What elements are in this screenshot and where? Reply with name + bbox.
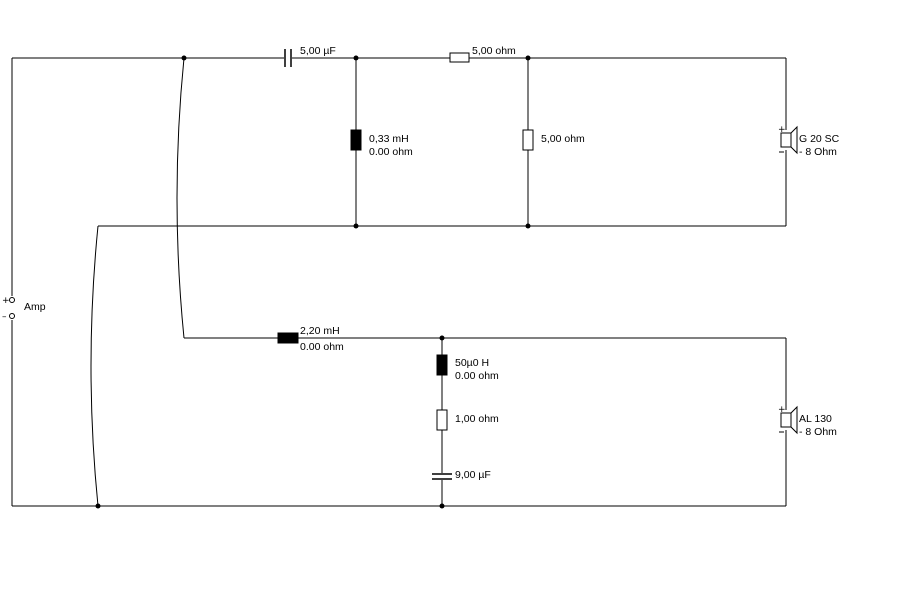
- svg-text:+: +: [778, 125, 786, 135]
- amp-plus-terminal: [9, 297, 15, 303]
- tweeter-series-resistor-value: 5,00 ohm: [472, 45, 516, 57]
- feed-wire-woofer: [176, 57, 185, 339]
- junction-dot: [525, 223, 531, 229]
- tweeter-driver-name: G 20 SC: [799, 133, 840, 145]
- woofer-driver-name: AL 130: [799, 413, 832, 425]
- woofer-zobel-capacitor-value: 9,00 µF: [455, 469, 491, 481]
- junction-dot: [353, 55, 359, 61]
- junction-dot: [353, 223, 359, 229]
- junction-dot: [439, 503, 445, 509]
- tweeter-shunt-resistor-value: 5,00 ohm: [541, 133, 585, 145]
- amp-terminals: + – Amp: [2, 58, 46, 506]
- tweeter-driver-impedance: - 8 Ohm: [799, 146, 837, 158]
- woofer-driver-icon: +: [778, 405, 798, 435]
- amp-minus-sign: –: [2, 312, 7, 322]
- junction-dot: [525, 55, 531, 61]
- woofer-series-inductor-dcr: 0.00 ohm: [300, 341, 344, 353]
- return-wire-tweeter: [90, 225, 99, 507]
- tweeter-branch: 5,00 µF 5,00 ohm 0,33 mH 0.00 ohm 5,00 o…: [12, 45, 840, 229]
- tweeter-series-capacitor-value: 5,00 µF: [300, 45, 336, 57]
- woofer-zobel-resistor-value: 1,00 ohm: [455, 413, 499, 425]
- woofer-zobel-inductor-dcr: 0.00 ohm: [455, 370, 499, 382]
- woofer-zobel-inductor: [436, 354, 448, 376]
- tweeter-driver-icon: +: [778, 125, 798, 155]
- woofer-branch: 2,20 mH 0.00 ohm 50µ0 H 0.00 ohm 1,00 oh…: [12, 325, 837, 509]
- amp-label: Amp: [24, 301, 46, 313]
- woofer-series-inductor: [277, 332, 299, 344]
- junction-dot: [439, 335, 445, 341]
- woofer-zobel-resistor: [436, 409, 448, 431]
- woofer-zobel-capacitor: [432, 473, 452, 480]
- tweeter-shunt-resistor: [522, 129, 534, 151]
- woofer-series-inductor-value: 2,20 mH: [300, 325, 340, 337]
- woofer-zobel-inductor-value: 50µ0 H: [455, 357, 489, 369]
- junction-dot: [95, 503, 101, 509]
- woofer-driver-impedance: - 8 Ohm: [799, 426, 837, 438]
- amp-plus-sign: +: [2, 296, 10, 306]
- svg-text:+: +: [778, 405, 786, 415]
- tweeter-shunt-inductor-dcr: 0.00 ohm: [369, 146, 413, 158]
- tweeter-shunt-inductor-value: 0,33 mH: [369, 133, 409, 145]
- tweeter-series-resistor: [449, 52, 470, 63]
- amp-minus-terminal: [9, 313, 15, 319]
- tweeter-shunt-inductor: [350, 129, 362, 151]
- tweeter-series-capacitor: [284, 49, 292, 67]
